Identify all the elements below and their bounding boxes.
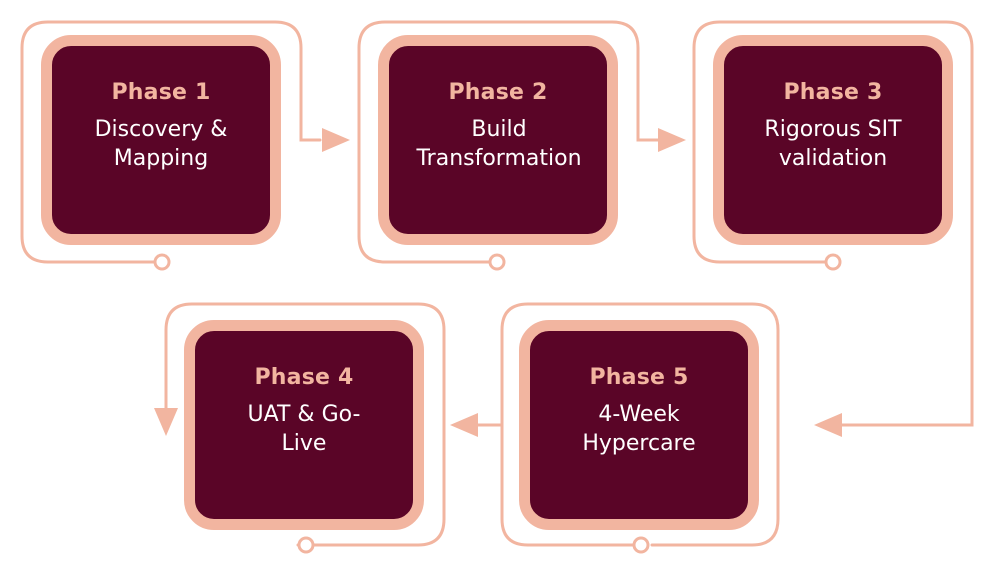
phase-4-description: UAT & Go-Live (247, 402, 361, 456)
phase-3-end-dot (824, 253, 842, 271)
phase-5-description: 4-Week Hypercare (582, 402, 696, 456)
phase-4-end-dot (297, 536, 315, 554)
arrow-to-phase-4 (450, 413, 478, 437)
phase-3-title: Phase 3 (783, 80, 883, 105)
phase-1-description: Discovery & Mapping (94, 117, 228, 171)
phase-4-box: Phase 4 UAT & Go-Live (184, 320, 424, 530)
phase-3-outline-loop (692, 20, 974, 427)
phase-4-outline-loop (164, 302, 446, 547)
phase-5-outline-loop (500, 302, 780, 547)
phase-5-title: Phase 5 (589, 365, 689, 390)
arrow-to-phase-2 (322, 128, 350, 152)
phase-4-title: Phase 4 (254, 365, 354, 390)
phase-1-box: Phase 1 Discovery & Mapping (41, 35, 281, 245)
phase-1-outline-loop (20, 20, 322, 264)
arrow-to-phase-5 (814, 413, 842, 437)
phase-3-box: Phase 3 Rigorous SIT validation (713, 35, 953, 245)
arrow-phase-4-down (154, 408, 178, 436)
phase-2-description: Build Transformation (416, 117, 582, 171)
phase-3-description: Rigorous SIT validation (764, 117, 902, 171)
phase-5-box: Phase 5 4-Week Hypercare (519, 320, 759, 530)
phase-2-outline-loop (357, 20, 662, 264)
phase-5-end-dot (632, 536, 650, 554)
phase-2-box: Phase 2 Build Transformation (378, 35, 618, 245)
phase-1-end-dot (153, 253, 171, 271)
phase-2-end-dot (488, 253, 506, 271)
phase-1-title: Phase 1 (111, 80, 211, 105)
arrow-to-phase-3 (658, 128, 686, 152)
phase-2-title: Phase 2 (448, 80, 548, 105)
